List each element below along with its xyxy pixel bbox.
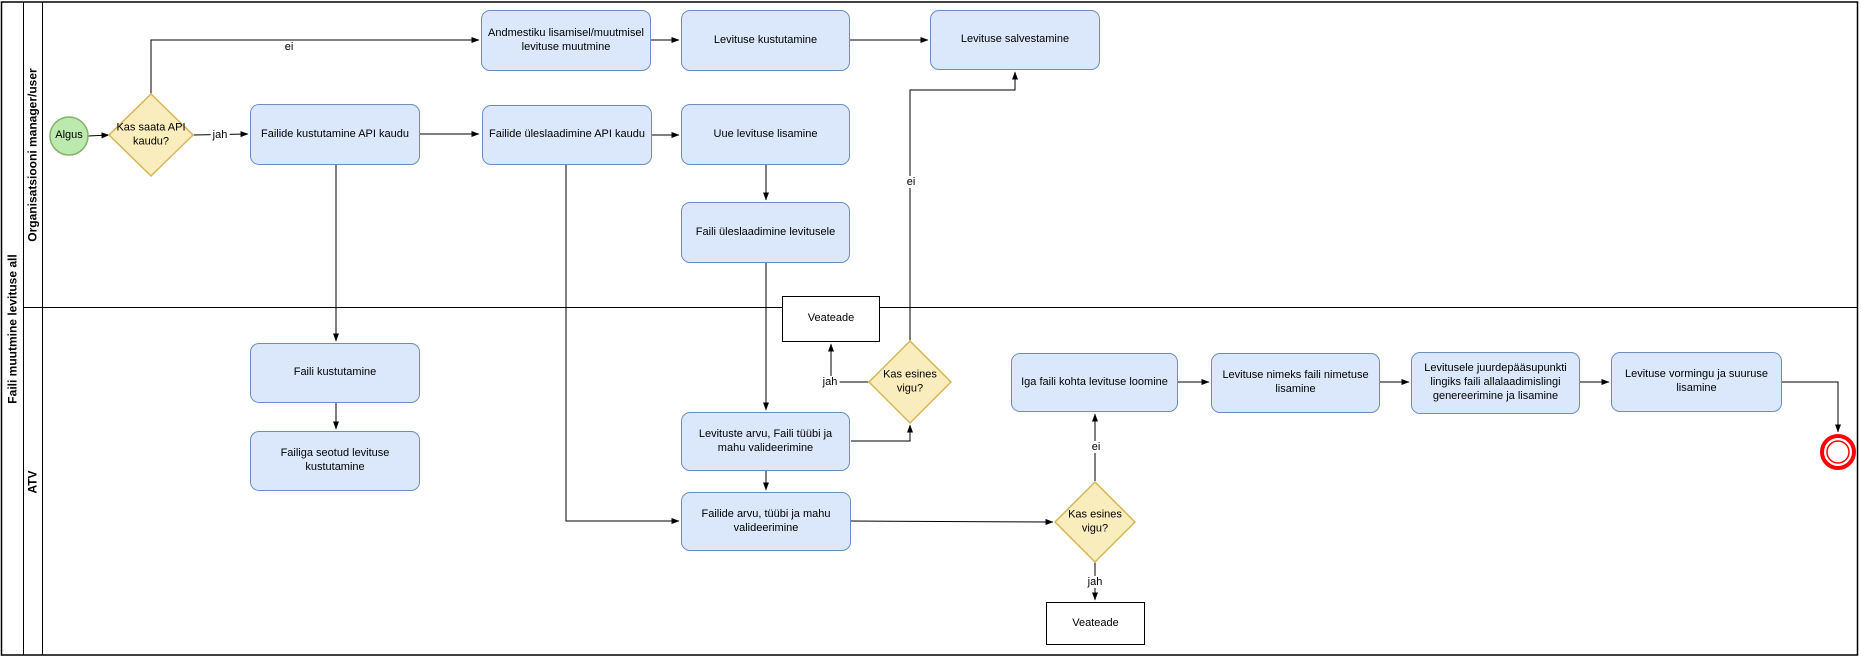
- process-failide-kustutamine-api-kaudu: Failide kustutamine API kaudu: [250, 104, 420, 165]
- process-levituse-salvestamine: Levituse salvestamine: [930, 10, 1100, 70]
- process-failide-uleslaadimine-api-kaudu: Failide üleslaadimine API kaudu: [482, 105, 652, 165]
- decision-kas-esines-vigu-1: [867, 339, 953, 425]
- lane-title-cell-atv: ATV: [24, 308, 42, 655]
- connector: [909, 71, 1018, 341]
- edge-label-jah-1: jah: [210, 128, 230, 142]
- process-levituse-nimeks-faili-nimetuse-lisamine: Levituse nimeks faili nimetuse lisamine: [1211, 353, 1380, 413]
- end-event-inner-ring: [1826, 440, 1850, 464]
- decision-kas-saata-api-kaudu: [107, 92, 195, 178]
- decision-label-kas-saata-api-kaudu: Kas saata API kaudu?: [116, 121, 186, 147]
- process-faili-kustutamine: Faili kustutamine: [250, 343, 420, 403]
- connector: [565, 165, 680, 524]
- connector: [850, 518, 1054, 525]
- edge-label-ei-3: ei: [1089, 440, 1103, 454]
- lane-title-atv: ATV: [26, 469, 41, 494]
- pool-title: Faili muutmine levituse all: [5, 253, 20, 404]
- connector: [150, 37, 480, 94]
- process-levituste-arvu-faili-tuubi-ja-mahu-valideerimine: Levituste arvu, Faili tüübi ja mahu vali…: [681, 412, 850, 471]
- decision-label-kas-esines-vigu-2: Kas esines vigu?: [1068, 508, 1122, 534]
- edge-label-jah-3: jah: [1085, 575, 1105, 589]
- edge-label-ei-2: ei: [904, 175, 918, 189]
- start-event-label: Algus: [55, 129, 83, 142]
- edge-label-jah-2: jah: [820, 375, 840, 389]
- message-veateade-1: Veateade: [782, 296, 880, 342]
- process-failiga-seotud-levituse-kustutamine: Failiga seotud levituse kustutamine: [250, 431, 420, 491]
- process-levituse-vormingu-ja-suuruse-lisamine: Levituse vormingu ja suuruse lisamine: [1611, 352, 1782, 412]
- message-veateade-2: Veateade: [1046, 602, 1145, 645]
- process-levituse-kustutamine: Levituse kustutamine: [681, 10, 850, 71]
- decision-kas-esines-vigu-2: [1053, 480, 1137, 564]
- process-iga-faili-kohta-levituse-loomine: Iga faili kohta levituse loomine: [1011, 353, 1178, 412]
- decision-label-kas-esines-vigu-1: Kas esines vigu?: [883, 368, 937, 394]
- process-levitusele-juurdepaasupunkti-lingi-genereerimine: Levitusele juurdepääsupunkti lingiks fai…: [1411, 352, 1580, 414]
- pool-title-cell: Faili muutmine levituse all: [2, 2, 23, 655]
- process-failide-arvu-tuubi-ja-mahu-valideerimine: Failide arvu, tüübi ja mahu valideerimin…: [681, 492, 851, 551]
- connector: [1782, 381, 1841, 433]
- lane-title-organisatsiooni-manager-user: Organisatsiooni manager/user: [26, 67, 41, 242]
- edge-label-ei-1: ei: [282, 40, 296, 54]
- lane-title-cell-manager-user: Organisatsiooni manager/user: [24, 2, 42, 307]
- process-faili-uleslaadimine-levitusele: Faili üleslaadimine levitusele: [681, 202, 850, 263]
- process-uue-levituse-lisamine: Uue levituse lisamine: [681, 104, 850, 165]
- end-event-outer-ring: [1820, 434, 1856, 470]
- process-andmestiku-lisamisel-muutmisel-levituse-muutmine: Andmestiku lisamisel/muutmisel levituse …: [481, 10, 651, 71]
- connector: [851, 424, 913, 442]
- connector: [87, 132, 110, 139]
- start-event: [49, 116, 89, 156]
